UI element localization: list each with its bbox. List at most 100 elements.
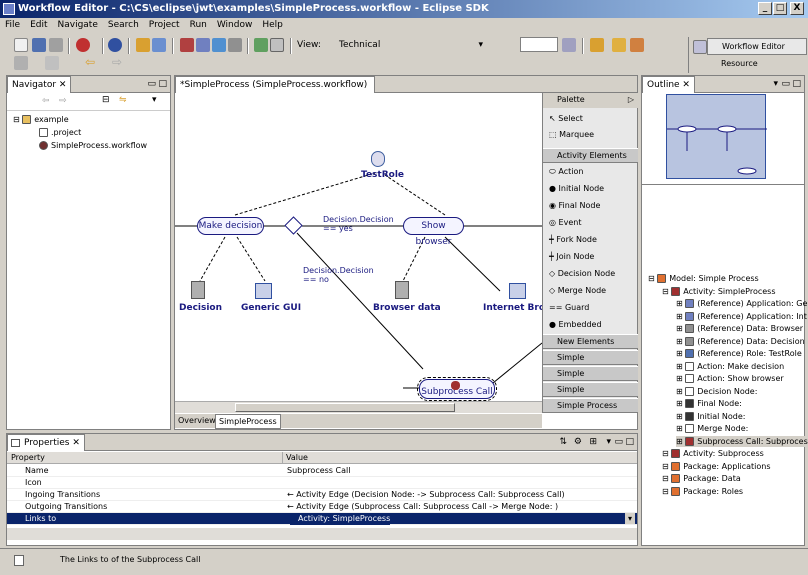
expand-toggle-icon[interactable]: ⊞ <box>676 311 686 321</box>
back-icon[interactable]: ⇦ <box>42 96 50 106</box>
palette-merge-node[interactable]: ◇ Merge Node <box>549 286 607 295</box>
menu-run[interactable]: Run <box>189 20 207 30</box>
properties-tab[interactable]: Properties ✕ <box>7 434 85 451</box>
outline-tab[interactable]: Outline ✕ <box>642 76 695 93</box>
palette-event[interactable]: ◎ Event <box>549 218 582 227</box>
filter-icon[interactable]: ⚙ <box>573 437 582 447</box>
back-arrow-icon[interactable]: ⇦ <box>85 55 96 69</box>
expand-toggle-icon[interactable]: ⊟ <box>648 274 658 283</box>
zoom-icon[interactable] <box>562 38 576 52</box>
tab-overview[interactable]: Overview <box>178 416 216 425</box>
diagram-canvas[interactable]: TestRole Make decision Show browser Deci… <box>175 93 542 401</box>
maximize-view-icon[interactable]: □ <box>158 79 167 89</box>
palette-simple-process[interactable]: Simple Process <box>543 398 638 413</box>
outline-tree-item[interactable]: ⊞ Subprocess Call: Subprocess <box>676 435 808 447</box>
node-testrole[interactable]: TestRole <box>361 170 405 180</box>
save-icon[interactable] <box>32 38 46 52</box>
outline-thumbnail[interactable] <box>666 94 767 179</box>
node-make-decision[interactable]: Make decision <box>197 217 264 235</box>
palette-fork-node[interactable]: ┿ Fork Node <box>549 235 597 244</box>
palette-join-node[interactable]: ┿ Join Node <box>549 252 595 261</box>
outline-tree-item[interactable]: ⊞ (Reference) Data: Browser <box>676 323 803 334</box>
expand-toggle-icon[interactable]: ⊞ <box>676 361 686 371</box>
outline-tree-item[interactable]: ⊞ (Reference) Application: Int <box>676 311 807 322</box>
view-dropdown[interactable]: Technical▾ <box>339 40 483 50</box>
edit-icon[interactable] <box>612 38 626 52</box>
outline-tree-item[interactable]: ⊟ Activity: Subprocess <box>662 448 764 459</box>
maximize-button[interactable]: □ <box>773 2 787 15</box>
history-icon[interactable] <box>14 56 28 70</box>
menu-help[interactable]: Help <box>262 20 283 30</box>
categories-icon[interactable]: ⇅ <box>559 437 567 447</box>
forward-icon[interactable]: ⇨ <box>59 96 67 106</box>
expand-toggle-icon[interactable]: ⊞ <box>676 424 686 433</box>
tree-item-project[interactable]: .project <box>39 127 81 138</box>
data-icon[interactable] <box>228 38 242 52</box>
palette-guard[interactable]: == Guard <box>549 303 590 312</box>
outline-tree-item[interactable]: ⊟ Package: Data <box>662 473 741 484</box>
column-property[interactable]: Property <box>11 453 45 462</box>
scroll-thumb[interactable] <box>235 403 455 412</box>
collapse-all-icon[interactable]: ⊟ <box>102 95 110 105</box>
outline-tree-item[interactable]: ⊟ Model: Simple Process <box>648 273 759 284</box>
palette-roles[interactable]: Simple Process/Roles <box>543 350 638 376</box>
outline-tree-item[interactable]: ⊟ Activity: SimpleProcess <box>662 286 776 297</box>
view-menu-icon[interactable]: ▾ <box>773 79 778 89</box>
link-editor-icon[interactable]: ⇋ <box>119 95 127 105</box>
minimize-button[interactable]: _ <box>758 2 772 15</box>
outline-tree-item[interactable]: ⊞ Final Node: <box>676 398 742 409</box>
tree-item-workflow[interactable]: SimpleProcess.workflow <box>39 140 147 151</box>
palette-embedded[interactable]: ● Embedded <box>549 320 602 329</box>
close-button[interactable]: X <box>790 2 804 15</box>
node-browser-data[interactable]: Browser data <box>373 303 441 313</box>
expand-toggle-icon[interactable]: ⊞ <box>676 299 686 308</box>
outline-tree-item[interactable]: ⊞ Merge Node: <box>676 423 748 434</box>
expand-toggle-icon[interactable]: ⊞ <box>676 324 686 333</box>
debug-icon[interactable] <box>76 38 90 52</box>
layout-icon[interactable] <box>270 38 284 52</box>
expand-toggle-icon[interactable]: ⊟ <box>662 286 672 296</box>
palette-applications[interactable]: Simple Process/Ap... <box>543 366 638 392</box>
view-menu-icon[interactable]: ▾ <box>152 95 157 105</box>
view-menu-icon[interactable]: ▾ <box>606 437 611 447</box>
outline-tree-item[interactable]: ⊞ (Reference) Application: Ge <box>676 298 807 309</box>
perspective-workflow-editor[interactable]: Workflow Editor <box>707 38 807 55</box>
expand-toggle-icon[interactable]: ⊞ <box>676 374 686 383</box>
search-icon[interactable] <box>152 38 166 52</box>
expand-toggle-icon[interactable]: ⊟ <box>662 486 672 496</box>
outline-tree-item[interactable]: ⊞ Decision Node: <box>676 386 757 397</box>
palette-select-tool[interactable]: ↖ Select <box>549 114 583 123</box>
minimize-view-icon[interactable]: ▭ <box>147 79 156 89</box>
menu-search[interactable]: Search <box>107 20 139 30</box>
outline-tree-item[interactable]: ⊞ Action: Show browser <box>676 373 784 384</box>
dropdown-arrow-icon[interactable]: ▾ <box>625 513 635 524</box>
property-row-icon[interactable]: Icon <box>7 477 637 489</box>
role-icon[interactable] <box>180 38 194 52</box>
expand-toggle-icon[interactable]: ⊞ <box>676 336 686 346</box>
application-icon[interactable] <box>196 38 210 52</box>
palette-new-elements[interactable]: New Elements <box>543 334 638 349</box>
menu-window[interactable]: Window <box>216 20 253 30</box>
properties-scrollbar[interactable] <box>7 528 637 540</box>
tab-simpleprocess[interactable]: SimpleProcess <box>215 414 281 429</box>
outline-tree-item[interactable]: ⊟ Package: Roles <box>662 486 743 497</box>
forward-arrow-icon[interactable]: ⇨ <box>112 55 123 69</box>
outline-tree-item[interactable]: ⊞ Action: Make decision <box>676 361 784 372</box>
node-generic-gui[interactable]: Generic GUI <box>241 303 302 313</box>
palette-marquee-tool[interactable]: ⬚ Marquee <box>549 130 595 139</box>
expand-toggle-icon[interactable]: ⊟ <box>662 474 672 483</box>
outline-tree-item[interactable]: ⊟ Package: Applications <box>662 461 771 472</box>
palette-action[interactable]: ⬭ Action <box>549 167 584 176</box>
restore-icon[interactable]: ⊞ <box>589 437 597 447</box>
run-icon[interactable] <box>108 38 122 52</box>
menu-navigate[interactable]: Navigate <box>57 20 98 30</box>
navigator-tab[interactable]: Navigator ✕ <box>7 76 72 93</box>
open-perspective-icon[interactable] <box>693 40 707 54</box>
palette-decision-node[interactable]: ◇ Decision Node <box>549 269 616 278</box>
move-icon[interactable] <box>212 38 226 52</box>
palette-final-node[interactable]: ◉ Final Node <box>549 201 601 210</box>
expand-toggle-icon[interactable]: ⊞ <box>676 399 686 408</box>
palette-initial-node[interactable]: ● Initial Node <box>549 184 605 193</box>
